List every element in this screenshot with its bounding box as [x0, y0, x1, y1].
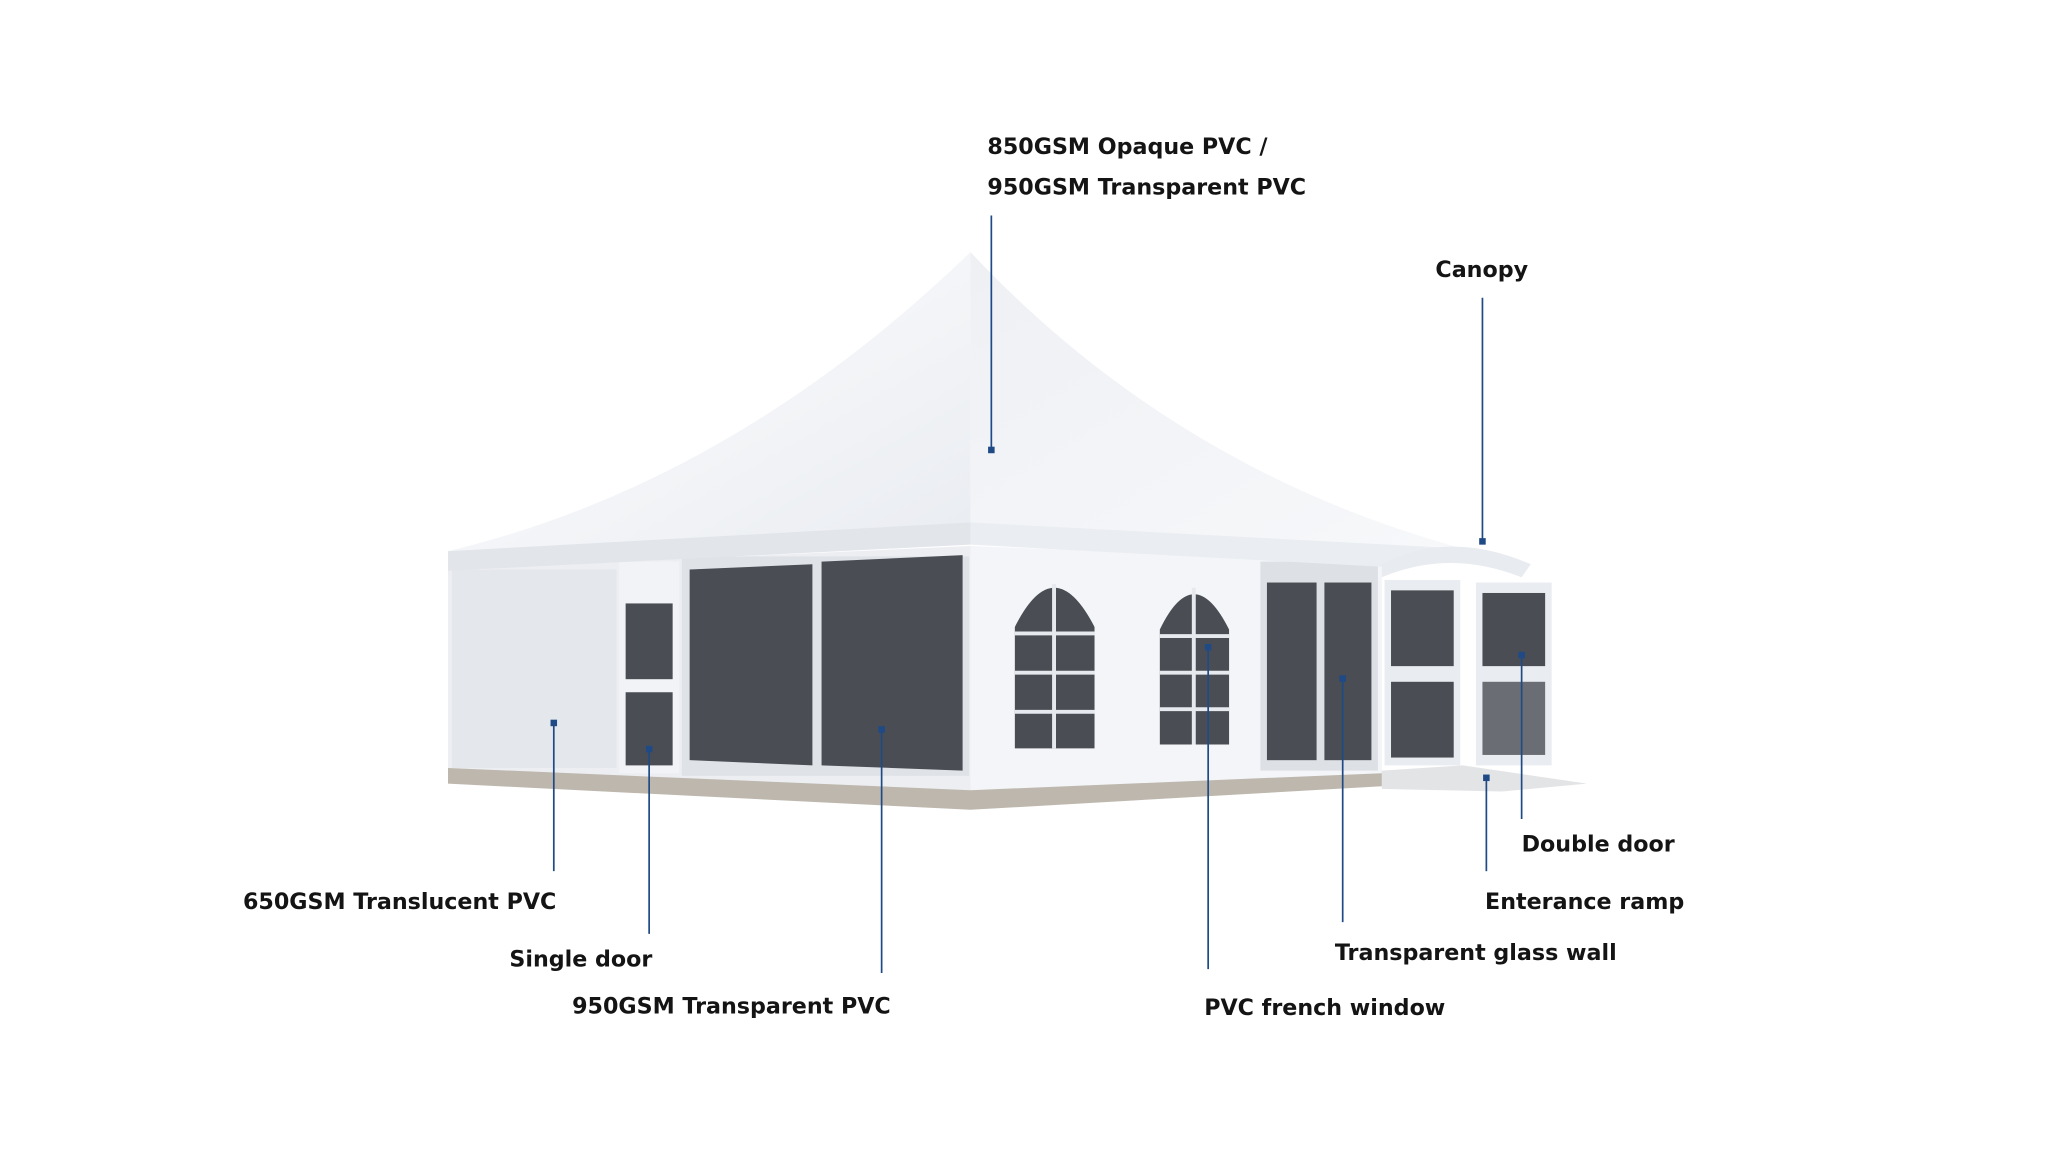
label-french-window: PVC french window: [1204, 995, 1445, 1021]
transparent-pvc-panes: [681, 555, 970, 776]
double-door: [1384, 579, 1552, 766]
french-window-2: [1159, 587, 1230, 745]
leader-translucent: [550, 719, 558, 872]
label-translucent-wall: 650GSM Translucent PVC: [243, 889, 556, 915]
leader-french-window: [1204, 643, 1212, 970]
tent-illustration: [448, 252, 1587, 810]
roof-right: [970, 252, 1463, 549]
label-roof-line2: 950GSM Transparent PVC: [987, 175, 1306, 201]
eave-right: [970, 522, 1463, 567]
canopy: [1381, 546, 1531, 578]
leader-glass-wall: [1339, 675, 1346, 923]
leader-transparent: [878, 726, 885, 974]
translucent-panel: [451, 569, 617, 768]
leader-ramp: [1483, 774, 1490, 872]
single-door: [619, 561, 680, 774]
label-roof-line1: 850GSM Opaque PVC /: [987, 134, 1268, 160]
leader-single-door: [645, 745, 653, 934]
label-transparent-wall: 950GSM Transparent PVC: [572, 994, 891, 1020]
label-single-door: Single door: [509, 947, 652, 973]
label-ramp: Enterance ramp: [1485, 889, 1684, 915]
roof-left: [448, 252, 971, 552]
label-glass-wall: Transparent glass wall: [1335, 940, 1617, 966]
leader-roof: [988, 215, 995, 454]
glass-wall: [1260, 561, 1378, 771]
leader-double-door: [1518, 651, 1525, 819]
leader-canopy: [1479, 297, 1486, 545]
label-double-door: Double door: [1522, 832, 1675, 858]
label-canopy: Canopy: [1435, 257, 1528, 283]
french-window-1: [1014, 583, 1095, 749]
eave-left: [448, 522, 971, 571]
